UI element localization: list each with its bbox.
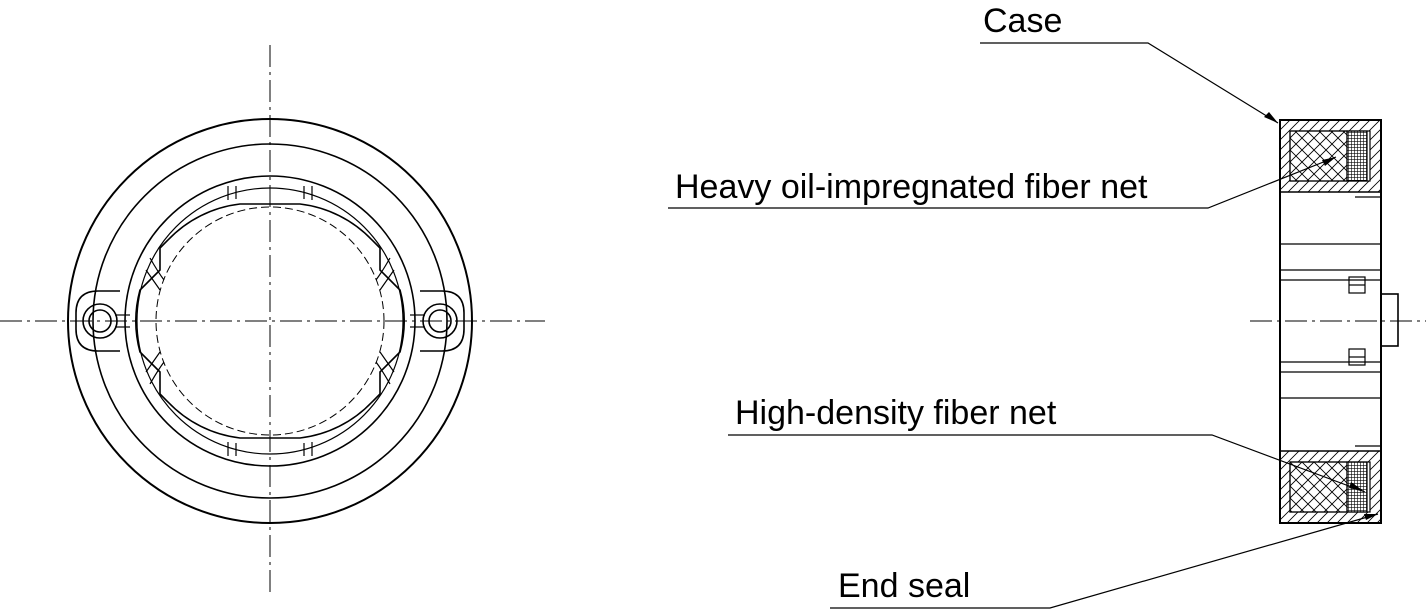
hidden-bore	[155, 206, 385, 436]
case-label: Case	[983, 2, 1062, 40]
lobe-cutouts	[145, 257, 395, 385]
inner-housing-inner	[136, 187, 404, 455]
lower-heavy-net	[1289, 461, 1348, 513]
case-leader	[980, 42, 1279, 124]
upper-dense-net	[1346, 130, 1368, 182]
case-arrowhead	[1264, 112, 1278, 123]
inner-housing-outer	[124, 175, 416, 467]
inner-bearing-profile	[135, 203, 405, 439]
heavy-net-arrowhead	[1322, 157, 1336, 166]
shaft-stub	[1380, 293, 1399, 347]
heavy-net-label: Heavy oil-impregnated fiber net	[675, 168, 1148, 206]
lower-case-section	[1280, 450, 1381, 522]
end-seal-label: End seal	[838, 567, 970, 605]
connector-blocks	[1348, 276, 1399, 366]
high-density-leader	[728, 434, 1366, 493]
heavy-net-leader	[668, 156, 1337, 209]
upper-heavy-net	[1289, 130, 1348, 182]
section-view	[1250, 119, 1426, 524]
high-density-label: High-density fiber net	[735, 394, 1057, 432]
upper-case-section	[1280, 121, 1381, 193]
notch-tabs	[227, 186, 313, 456]
callouts: Case Heavy oil-impregnated fiber net Hig…	[668, 2, 1379, 609]
end-seal-arrowhead	[1364, 514, 1378, 520]
right-mounting-lug	[420, 290, 465, 352]
section-interior-lines	[1280, 196, 1381, 447]
end-seal-leader	[830, 513, 1379, 609]
radial-slots	[115, 314, 425, 328]
outer-ring	[67, 118, 473, 524]
front-view	[0, 45, 545, 595]
high-density-arrowhead	[1349, 482, 1365, 492]
second-ring	[92, 143, 448, 499]
left-mounting-lug	[75, 290, 120, 352]
